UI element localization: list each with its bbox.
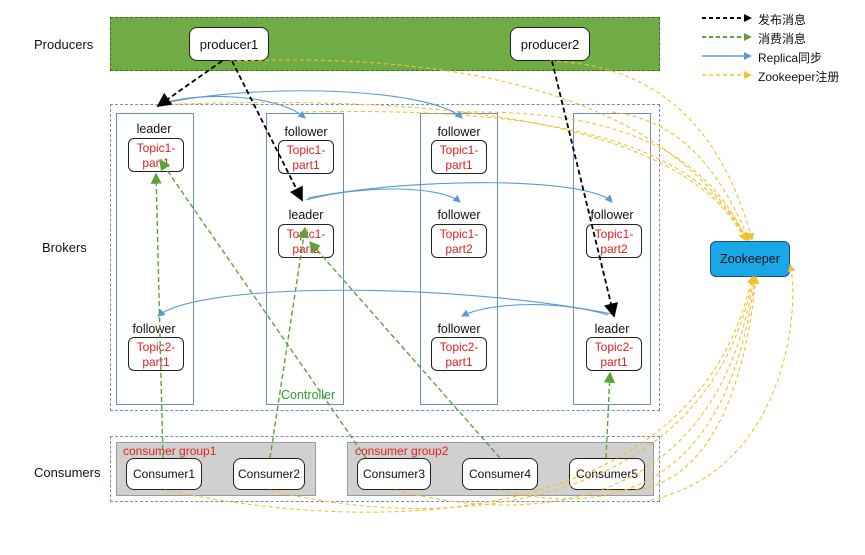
legend-replica-line-icon bbox=[702, 52, 752, 60]
consumer-3[interactable]: Consumer3 bbox=[357, 458, 431, 490]
consumer-5[interactable]: Consumer5 bbox=[569, 458, 645, 490]
consumer-4[interactable]: Consumer4 bbox=[462, 458, 538, 490]
broker3-partition-topic1-part2[interactable]: Topic1- part2 bbox=[431, 224, 487, 258]
partition-part: part1 bbox=[142, 156, 170, 170]
broker4-role-leader: leader bbox=[594, 322, 630, 336]
zookeeper-node[interactable]: Zookeeper bbox=[710, 241, 790, 277]
legend-publish-line-icon bbox=[702, 14, 752, 22]
partition-topic: Topic1- bbox=[439, 143, 479, 157]
consumer-2[interactable]: Consumer2 bbox=[233, 458, 305, 490]
producer-2[interactable]: producer2 bbox=[510, 27, 590, 61]
partition-topic: Topic2- bbox=[439, 340, 479, 354]
consumer-group-2-label: consumer group2 bbox=[355, 444, 449, 458]
partition-topic: Topic1- bbox=[594, 227, 634, 241]
broker1-partition-topic2-part1[interactable]: Topic2- part1 bbox=[128, 337, 184, 371]
legend-publish-label: 发布消息 bbox=[758, 13, 807, 27]
legend-zookeeper-line-icon bbox=[702, 71, 752, 79]
broker1-role-leader: leader bbox=[136, 122, 172, 136]
legend-consume-line-icon bbox=[702, 33, 752, 41]
partition-topic: Topic2- bbox=[136, 340, 176, 354]
legend-consume-label: 消费消息 bbox=[758, 32, 807, 46]
broker4-partition-topic1-part2[interactable]: Topic1- part2 bbox=[586, 224, 642, 258]
broker2-role-leader: leader bbox=[288, 208, 324, 222]
broker3-partition-topic2-part1[interactable]: Topic2- part1 bbox=[431, 337, 487, 371]
partition-part: part1 bbox=[142, 355, 170, 369]
broker3-role-follower-3: follower bbox=[437, 322, 481, 336]
legend-replica-label: Replica同步 bbox=[758, 51, 823, 65]
broker2-role-follower: follower bbox=[284, 125, 328, 139]
consumer-1[interactable]: Consumer1 bbox=[126, 458, 202, 490]
broker4-role-follower: follower bbox=[590, 208, 634, 222]
partition-part: part2 bbox=[292, 242, 320, 256]
partition-part: part1 bbox=[445, 158, 473, 172]
broker3-role-follower-2: follower bbox=[437, 208, 481, 222]
partition-topic: Topic1- bbox=[286, 143, 326, 157]
partition-topic: Topic1- bbox=[439, 227, 479, 241]
partition-part: part2 bbox=[445, 242, 473, 256]
broker1-partition-topic1-part1[interactable]: Topic1- part1 bbox=[128, 138, 184, 172]
row-label-producers: Producers bbox=[34, 37, 94, 52]
partition-part: part1 bbox=[600, 355, 628, 369]
legend-zookeeper-label: Zookeeper注册 bbox=[758, 70, 840, 84]
partition-topic: Topic1- bbox=[286, 227, 326, 241]
consumer-group-1-label: consumer group1 bbox=[123, 444, 217, 458]
row-label-brokers: Brokers bbox=[42, 240, 87, 255]
partition-topic: Topic1- bbox=[136, 141, 176, 155]
zk-link-area bbox=[649, 263, 796, 501]
broker2-partition-topic1-part2[interactable]: Topic1- part2 bbox=[278, 224, 334, 258]
broker3-role-follower-1: follower bbox=[437, 125, 481, 139]
partition-part: part1 bbox=[292, 158, 320, 172]
controller-label: Controller bbox=[281, 388, 336, 402]
broker4-partition-topic2-part1[interactable]: Topic2- part1 bbox=[586, 337, 642, 371]
broker1-role-follower: follower bbox=[132, 322, 176, 336]
partition-part: part2 bbox=[600, 242, 628, 256]
partition-topic: Topic2- bbox=[594, 340, 634, 354]
partition-part: part1 bbox=[445, 355, 473, 369]
broker3-partition-topic1-part1[interactable]: Topic1- part1 bbox=[431, 140, 487, 174]
broker2-partition-topic1-part1[interactable]: Topic1- part1 bbox=[278, 140, 334, 174]
producer-1[interactable]: producer1 bbox=[189, 27, 269, 61]
row-label-consumers: Consumers bbox=[34, 465, 101, 480]
